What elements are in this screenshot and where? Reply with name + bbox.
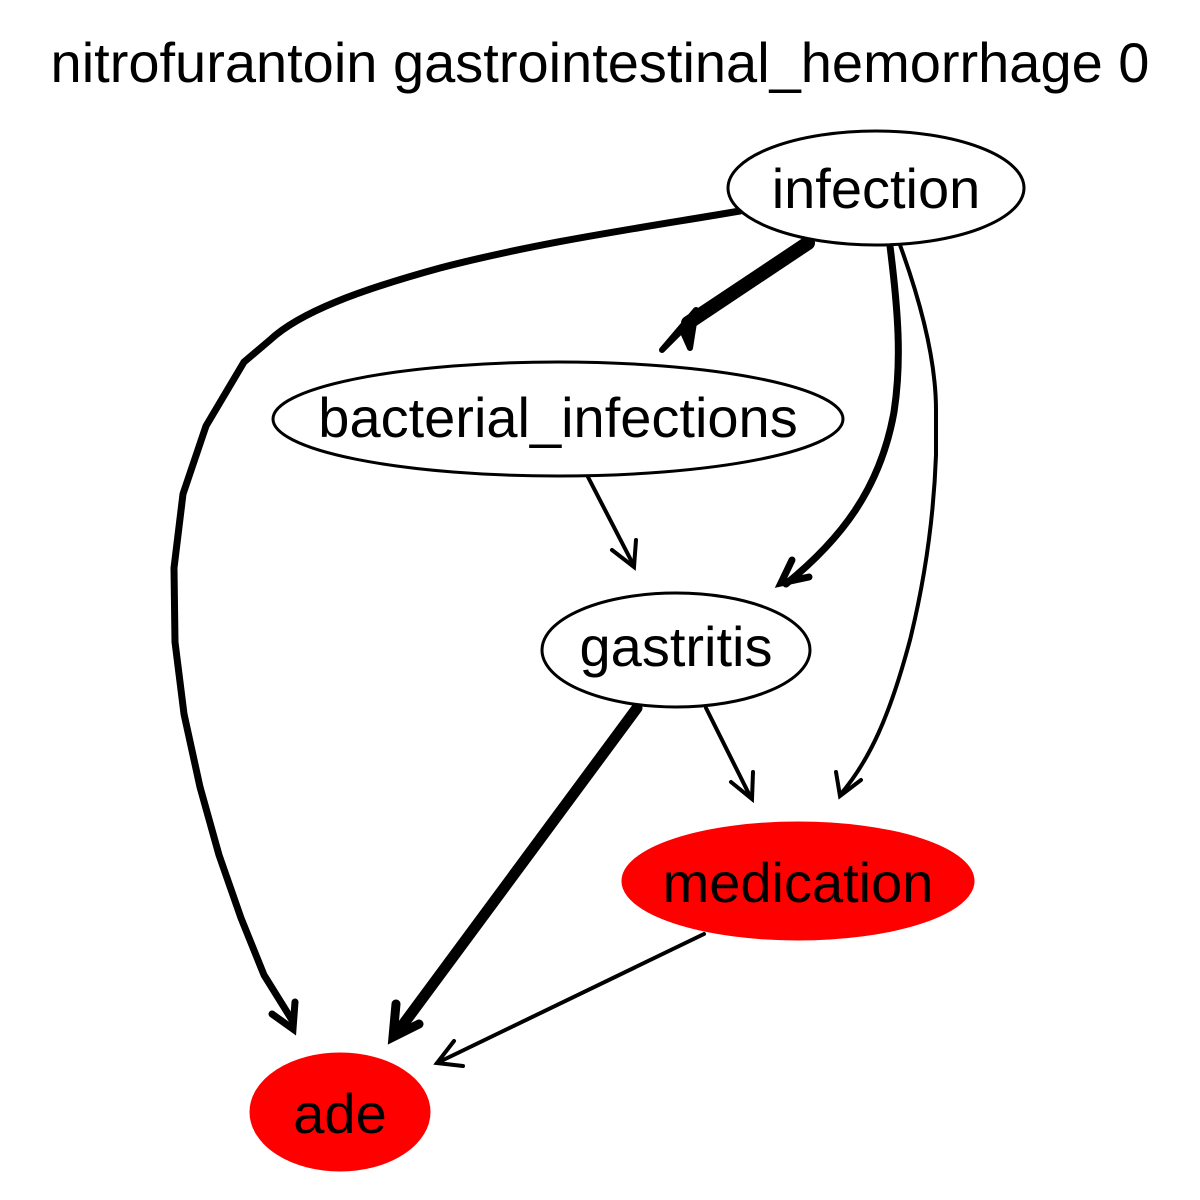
edge-gastritis-to-medication — [704, 706, 755, 804]
edge-infection-to-medication — [834, 243, 938, 800]
node-medication-shape — [621, 821, 975, 941]
node-ade-label: ade — [293, 1082, 386, 1145]
node-infection-label: infection — [772, 157, 981, 220]
graph-title: nitrofurantoin gastrointestinal_hemorrha… — [51, 31, 1150, 94]
node-ade-shape — [249, 1052, 431, 1172]
node-infection[interactable]: infection — [726, 129, 1026, 247]
edge-gastritis-to-ade — [387, 702, 643, 1045]
node-ade[interactable]: ade — [249, 1052, 431, 1172]
edge-bacterial-infections-to-gastritis — [586, 475, 638, 571]
edge-medication-to-ade — [433, 932, 706, 1068]
edge-infection-to-ade — [170, 207, 744, 1036]
edge-infection-to-bacterial-infections — [659, 236, 815, 353]
node-medication-label: medication — [663, 851, 934, 914]
node-bacterial-infections[interactable]: bacterial_infections — [271, 360, 845, 478]
node-bacterial-infections-label: bacterial_infections — [318, 386, 797, 449]
node-gastritis-shape — [540, 591, 812, 709]
edges — [170, 207, 938, 1068]
node-bacterial-infections-shape — [271, 360, 845, 478]
edge-infection-to-gastritis — [774, 242, 902, 588]
node-medication[interactable]: medication — [621, 821, 975, 941]
node-infection-shape — [726, 129, 1026, 247]
node-gastritis[interactable]: gastritis — [540, 591, 812, 709]
node-gastritis-label: gastritis — [580, 615, 773, 678]
